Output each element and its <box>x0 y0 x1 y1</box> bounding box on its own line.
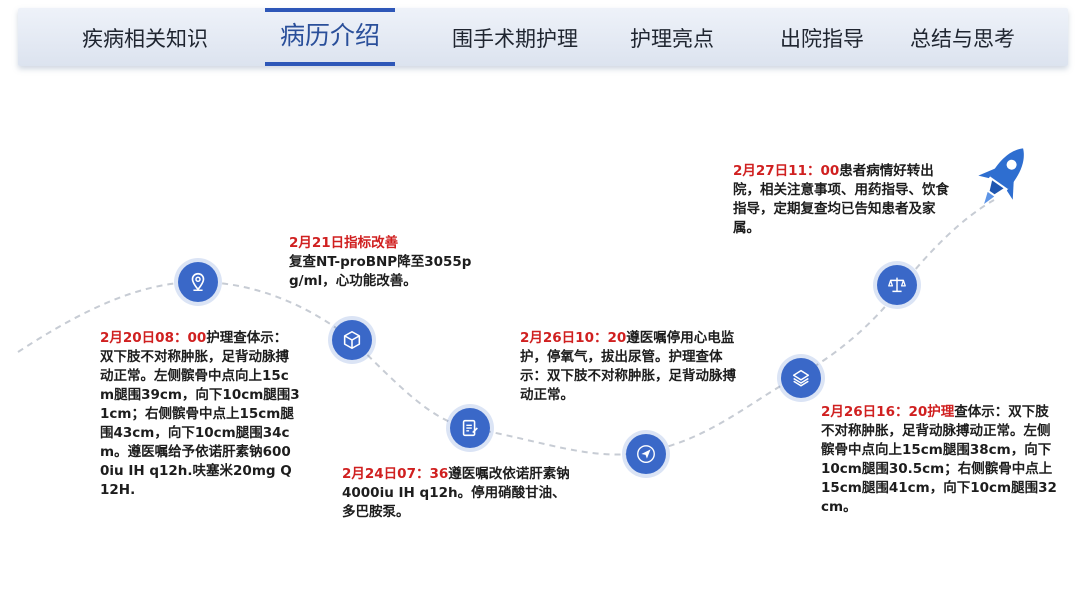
rocket-icon <box>978 148 1024 205</box>
tab-summary-reflection[interactable]: 总结与思考 <box>910 27 1015 51</box>
timeline-node-5[interactable] <box>781 358 821 398</box>
note-date: 2月21日指标改善 <box>289 235 399 251</box>
note-text: 患者病情好转出院，相关注意事项、用药指导、饮食指导，定期复查均已告知患者及家属。 <box>733 163 949 236</box>
timeline-note-6: 2月27日11：00患者病情好转出院，相关注意事项、用药指导、饮食指导，定期复查… <box>733 162 949 238</box>
tab-perioperative-care[interactable]: 围手术期护理 <box>452 27 578 51</box>
document-edit-icon <box>462 419 478 437</box>
note-date: 2月26日10：20 <box>520 330 627 346</box>
timeline-node-2[interactable] <box>332 320 372 360</box>
note-text: 遵医嘱停用心电监护，停氧气，拔出尿管。护理查体示：双下肢不对称肿胀，足背动脉搏动… <box>520 330 736 403</box>
timeline-node-4[interactable] <box>626 434 666 474</box>
location-pin-icon <box>191 272 205 291</box>
note-text: 遵医嘱改依诺肝素钠4000iu IH q12h。停用硝酸甘油、多巴胺泵。 <box>342 466 570 520</box>
timeline-note-2: 2月21日指标改善复查NT-proBNP降至3055pg/ml，心功能改善。 <box>289 234 479 291</box>
note-date: 2月26日16：20护理 <box>821 404 955 420</box>
tab-case-introduction[interactable]: 病历介绍 <box>265 8 395 66</box>
layers-icon <box>792 369 810 387</box>
note-text: 复查NT-proBNP降至3055pg/ml，心功能改善。 <box>289 254 472 289</box>
tab-disease-knowledge[interactable]: 疾病相关知识 <box>82 27 208 51</box>
note-text: 查体示：双下肢不对称肿胀，足背动脉搏动正常。左侧髌骨中点向上15cm腿围38cm… <box>821 404 1057 515</box>
note-date: 2月24日07：36 <box>342 466 449 482</box>
timeline-note-5: 2月26日16：20护理查体示：双下肢不对称肿胀，足背动脉搏动正常。左侧髌骨中点… <box>821 403 1057 517</box>
timeline-note-4: 2月26日10：20遵医嘱停用心电监护，停氧气，拔出尿管。护理查体示：双下肢不对… <box>520 329 748 405</box>
note-date: 2月27日11：00 <box>733 163 840 179</box>
balance-scale-icon <box>888 277 906 293</box>
tab-nursing-highlights[interactable]: 护理亮点 <box>630 27 714 51</box>
note-date: 2月20日08：00 <box>100 330 207 346</box>
tab-discharge-guidance[interactable]: 出院指导 <box>780 27 864 51</box>
timeline-node-6[interactable] <box>877 265 917 305</box>
timeline-note-1: 2月20日08：00护理查体示：双下肢不对称肿胀，足背动脉搏动正常。左侧髌骨中点… <box>100 329 300 500</box>
cube-icon <box>343 330 361 350</box>
note-text: 护理查体示：双下肢不对称肿胀，足背动脉搏动正常。左侧髌骨中点向上15cm腿围39… <box>100 330 300 498</box>
tab-bar: 疾病相关知识 病历介绍 围手术期护理 护理亮点 出院指导 总结与思考 <box>18 8 1068 66</box>
timeline-note-3: 2月24日07：36遵医嘱改依诺肝素钠4000iu IH q12h。停用硝酸甘油… <box>342 465 574 522</box>
timeline-node-1[interactable] <box>178 262 218 302</box>
paper-plane-icon <box>637 445 655 463</box>
timeline-node-3[interactable] <box>450 408 490 448</box>
